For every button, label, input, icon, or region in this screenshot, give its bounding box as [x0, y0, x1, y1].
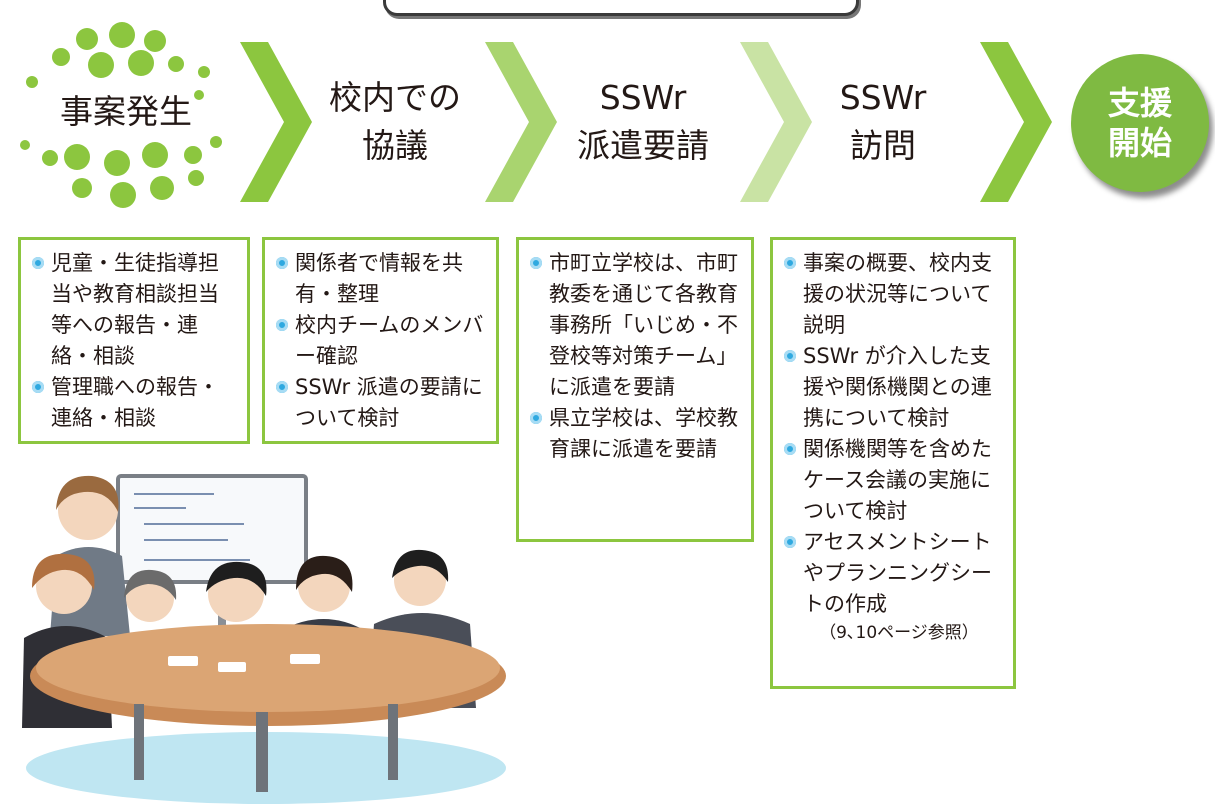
goal-label-line: 支援 — [1107, 84, 1172, 122]
top-header-tab — [383, 0, 859, 16]
detail-item-text: 関係機関等を含めたケース会議の実施について検討 — [803, 437, 992, 523]
detail-box-incident: 児童・生徒指導担当や教育相談担当等への報告・連絡・相談 管理職への報告・連絡・相… — [18, 237, 250, 444]
detail-item-text: 管理職への報告・連絡・相談 — [51, 375, 219, 430]
bullet-dot-icon — [784, 257, 796, 269]
detail-item-text: 県立学校は、学校教育課に派遣を要請 — [549, 406, 738, 461]
step-label-line: SSWr — [599, 78, 687, 117]
detail-item: 関係者で情報を共有・整理 — [275, 248, 488, 310]
chevron-arrow-icon — [485, 42, 557, 202]
step-label-line: 協議 — [362, 126, 428, 165]
step-label-haken-yousei: SSWr 派遣要請 — [548, 74, 738, 170]
detail-item: 県立学校は、学校教育課に派遣を要請 — [529, 403, 743, 465]
goal-label-line: 開始 — [1107, 124, 1172, 162]
detail-item-text: 児童・生徒指導担当や教育相談担当等への報告・連絡・相談 — [51, 251, 219, 368]
detail-item: アセスメントシートやプランニングシートの作成 — [783, 527, 1005, 620]
detail-item-text: SSWr が介入した支援や関係機関との連携について検討 — [803, 344, 992, 430]
bullet-dot-icon — [32, 257, 44, 269]
detail-item-text: 事案の概要、校内支援の状況等について説明 — [803, 251, 992, 337]
step-label-line: 派遣要請 — [577, 126, 709, 165]
step-label-houmon: SSWr 訪問 — [788, 74, 978, 170]
detail-item-text: アセスメントシートやプランニングシートの作成 — [803, 530, 992, 616]
step-label-line: 校内での — [329, 78, 461, 117]
step-label-line: 訪問 — [850, 126, 916, 165]
detail-item: 関係機関等を含めたケース会議の実施について検討 — [783, 434, 1005, 527]
detail-item-text: SSWr 派遣の要請について検討 — [295, 375, 483, 430]
detail-item-text: 市町立学校は、市町教委を通じて各教育事務所「いじめ・不登校等対策チーム」に派遣を… — [549, 251, 738, 399]
detail-item: 管理職への報告・連絡・相談 — [31, 372, 239, 434]
bullet-dot-icon — [276, 381, 288, 393]
step-label-kounai-kyougi: 校内での 協議 — [300, 74, 490, 170]
detail-box-internal: 関係者で情報を共有・整理 校内チームのメンバー確認 SSWr 派遣の要請について… — [262, 237, 499, 444]
detail-item: 事案の概要、校内支援の状況等について説明 — [783, 248, 1005, 341]
bullet-dot-icon — [32, 381, 44, 393]
goal-circle: 支援 開始 — [1071, 54, 1209, 192]
chevron-arrow-icon — [980, 42, 1052, 202]
bullet-dot-icon — [276, 319, 288, 331]
bullet-dot-icon — [784, 443, 796, 455]
bullet-dot-icon — [784, 536, 796, 548]
detail-item-text: 関係者で情報を共有・整理 — [295, 251, 463, 306]
detail-box-visit: 事案の概要、校内支援の状況等について説明 SSWr が介入した支援や関係機関との… — [770, 237, 1016, 689]
bullet-dot-icon — [276, 257, 288, 269]
detail-box-request: 市町立学校は、市町教委を通じて各教育事務所「いじめ・不登校等対策チーム」に派遣を… — [516, 237, 754, 542]
detail-item: SSWr 派遣の要請について検討 — [275, 372, 488, 434]
bullet-dot-icon — [530, 257, 542, 269]
detail-item: 校内チームのメンバー確認 — [275, 310, 488, 372]
burst-dots-icon — [18, 20, 236, 220]
step-label-line: SSWr — [839, 78, 927, 117]
detail-item: SSWr が介入した支援や関係機関との連携について検討 — [783, 341, 1005, 434]
page-reference-note: （9､10ページ参照） — [819, 623, 979, 643]
meeting-illustration-icon — [22, 474, 506, 804]
chevron-arrow-icon — [240, 42, 312, 202]
bullet-dot-icon — [784, 350, 796, 362]
bullet-dot-icon — [530, 412, 542, 424]
start-node-label: 事案発生 — [60, 92, 192, 131]
detail-item: 市町立学校は、市町教委を通じて各教育事務所「いじめ・不登校等対策チーム」に派遣を… — [529, 248, 743, 403]
detail-item-text: 校内チームのメンバー確認 — [295, 313, 484, 368]
detail-item: 児童・生徒指導担当や教育相談担当等への報告・連絡・相談 — [31, 248, 239, 372]
chevron-arrow-icon — [740, 42, 812, 202]
